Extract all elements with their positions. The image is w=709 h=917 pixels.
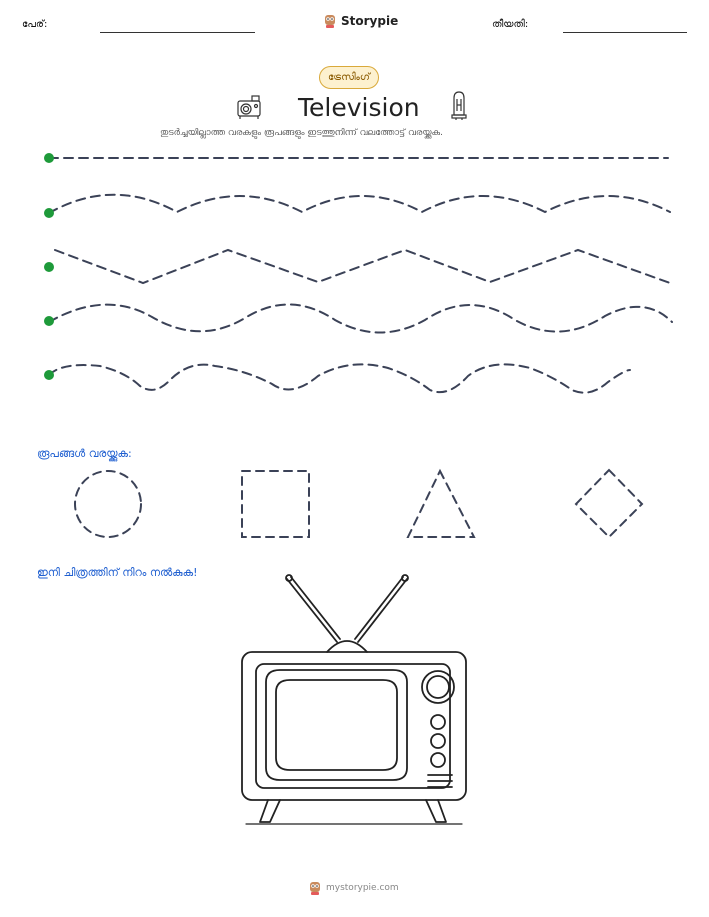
start-dot xyxy=(44,153,54,163)
footer-site: mystorypie.com xyxy=(326,883,399,893)
brand-name: Storypie xyxy=(341,14,399,28)
start-dot xyxy=(44,316,54,326)
name-label: പേര്: xyxy=(22,19,48,30)
shape-square xyxy=(241,470,310,538)
tracing-line-wave-2 xyxy=(48,303,673,334)
tracing-line-zigzag xyxy=(54,248,671,285)
tracing-line-wave xyxy=(48,193,671,214)
page-title: Television xyxy=(298,93,420,122)
start-dot xyxy=(44,370,54,380)
storypie-mascot-icon xyxy=(325,15,335,28)
tracing-lines-area xyxy=(44,153,673,394)
shapes-heading: രൂപങ്ങൾ വരയ്ക്കുക: xyxy=(37,447,132,460)
brand-logo: Storypie xyxy=(323,13,398,29)
date-write-line xyxy=(563,32,687,33)
shape-circle xyxy=(74,470,142,538)
footer: mystorypie.com xyxy=(308,880,399,896)
tracing-badge: ട്രേസിംഗ് xyxy=(319,66,379,89)
name-write-line xyxy=(100,32,255,33)
tracing-line-bumps xyxy=(48,363,631,394)
start-dot xyxy=(44,208,54,218)
start-dot xyxy=(44,262,54,272)
shape-diamond xyxy=(574,468,644,539)
vacuum-tube-icon xyxy=(451,91,467,120)
camera-icon xyxy=(237,95,261,119)
date-label: തീയതി: xyxy=(492,19,529,30)
shape-triangle xyxy=(406,468,476,538)
shapes-area xyxy=(74,468,644,539)
storypie-mascot-icon xyxy=(310,882,320,895)
instruction-text: തുടർച്ചയില്ലാത്ത വരകളും രൂപങ്ങളും ഇടത്തു… xyxy=(160,128,443,138)
coloring-heading: ഇനി ചിത്രത്തിന് നിറം നൽകുക! xyxy=(37,566,198,579)
television-illustration xyxy=(241,574,467,825)
